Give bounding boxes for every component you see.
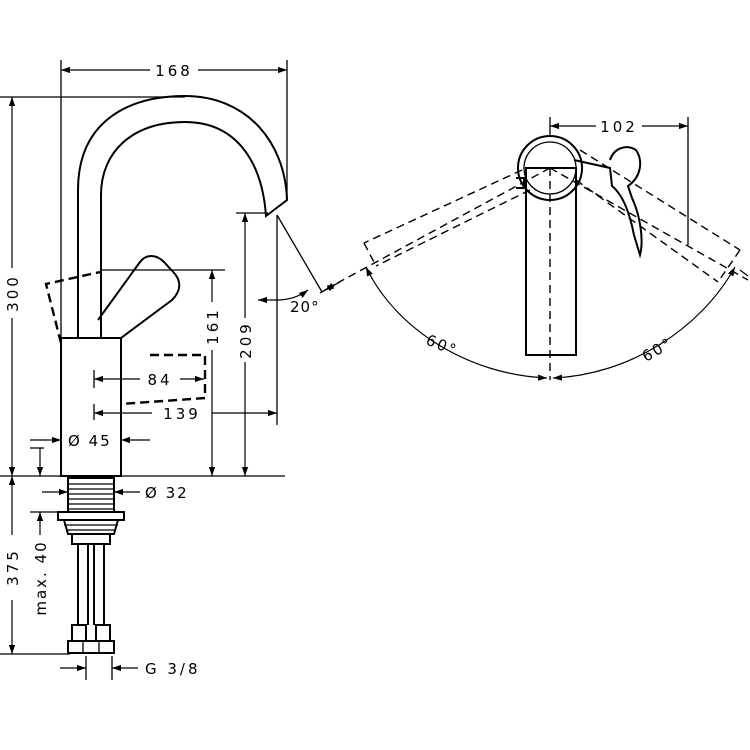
dim-shank-diameter: Ø 32 [145,484,189,502]
spout [77,94,289,338]
threaded-shank [57,477,125,535]
lever-alt-up [44,270,101,344]
faucet-body [60,337,122,477]
dim-spout-height: 209 [237,321,255,359]
dim-handle-height: 161 [204,307,222,345]
dim-spout-reach: 139 [163,405,201,423]
top-view: 60° 60° 102 [319,117,749,381]
swivel-left [363,169,531,267]
lever-handle [97,255,181,339]
dim-thread: G 3/8 [145,660,201,678]
dim-angle: 20° [290,298,320,316]
dim-handle-reach: 84 [147,371,172,389]
swivel-right [575,149,741,283]
lever-alt-down [120,353,207,406]
side-view: 168 300 161 209 20° 84 139 [0,60,337,680]
angle-left: 60° [423,331,460,360]
dim-max-deck: max. 40 [32,540,50,615]
angle-right: 60° [639,334,676,366]
lever-top [573,146,643,259]
dim-width: 168 [155,62,193,80]
dim-height: 300 [4,274,22,312]
dim-body-diameter: Ø 45 [68,432,112,450]
dim-below-deck: 375 [4,548,22,586]
dim-offset: 102 [600,118,638,136]
supply-hoses [67,533,115,654]
